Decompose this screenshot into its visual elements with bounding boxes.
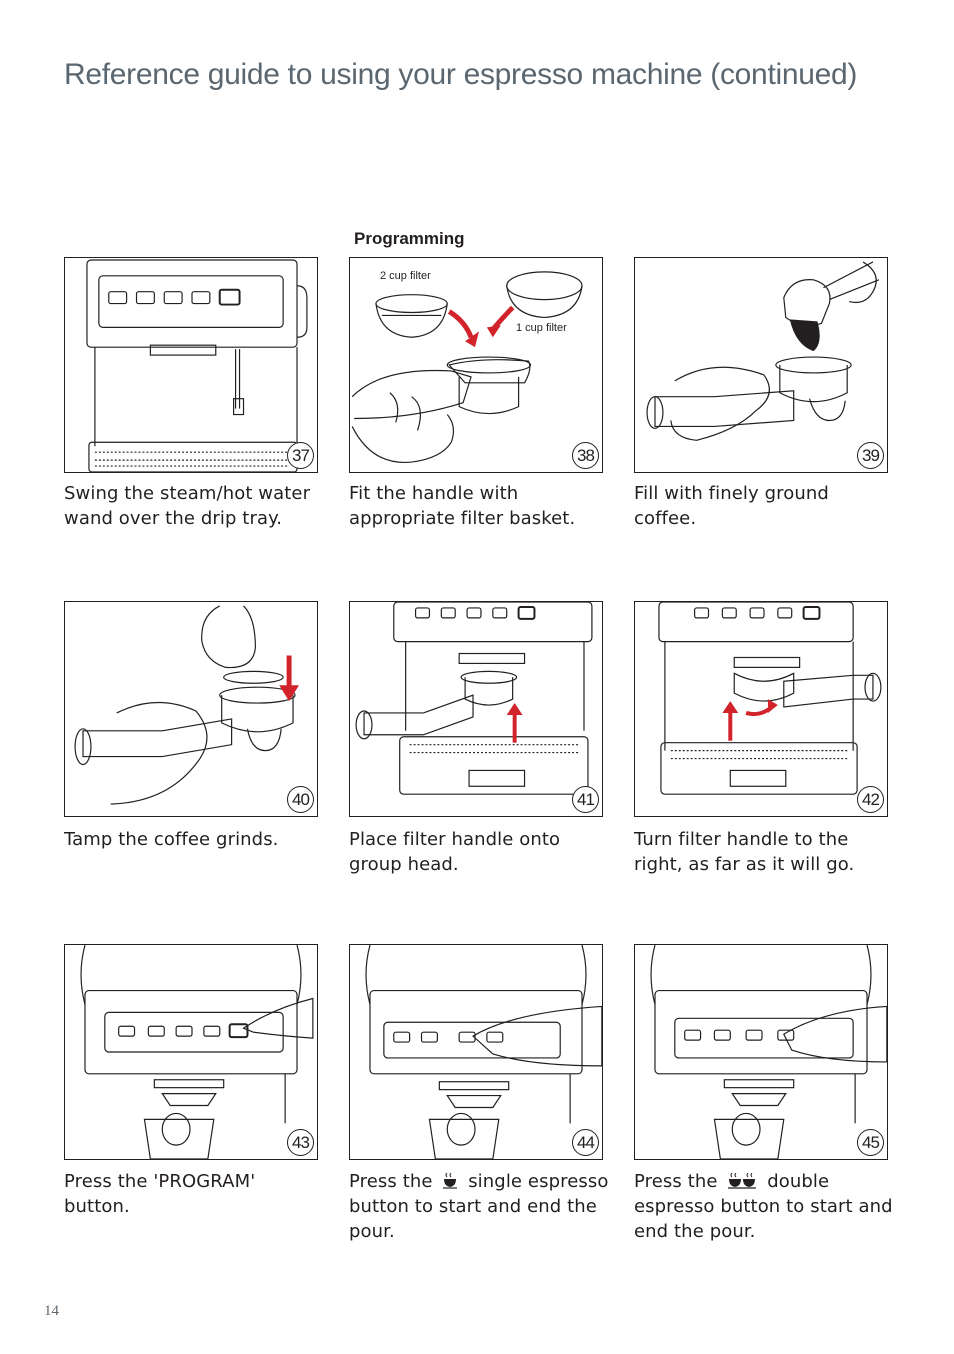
step-41-caption: Place filter handle onto group head. [349,829,561,875]
step-number: 45 [857,1129,884,1156]
one-cup-filter-label: 1 cup filter [516,322,567,334]
single-cup-icon [443,1173,458,1189]
step-45-illustration: 45 [634,944,888,1160]
step-44-caption: Press the single espresso button to star… [349,1169,611,1244]
step-number: 44 [572,1129,599,1156]
step-42-illustration: 42 [634,601,888,817]
step-39-caption: Fill with finely ground coffee. [634,483,829,529]
step-number: 39 [857,442,884,469]
section-heading: Programming [354,229,465,248]
press-program-button-illustration [80,945,314,1159]
caption-text-before: Press the [634,1171,718,1192]
step-number: 40 [287,786,314,813]
step-44-illustration: 44 [349,944,603,1160]
press-single-espresso-illustration [365,945,602,1159]
caption-text-after: double espresso button to start and end … [634,1171,893,1242]
place-filter-handle-illustration [355,602,593,795]
step-42-caption: Turn filter handle to the right, as far … [634,829,855,875]
step-number: 42 [857,786,884,813]
press-double-espresso-illustration [650,945,887,1159]
step-37-caption: Swing the steam/hot water wand over the … [64,483,311,529]
step-number: 37 [287,442,314,469]
caption-text-after: single espresso button to start and end … [349,1171,609,1242]
two-cup-filter-label: 2 cup filter [380,270,431,282]
step-number: 43 [287,1129,314,1156]
caption-text-before: Press the [349,1171,433,1192]
espresso-machine-wand-illustration [86,259,308,472]
step-43-caption: Press the 'PROGRAM' button. [64,1171,256,1217]
step-39-illustration: 39 [634,257,888,473]
step-40-caption: Tamp the coffee grinds. [64,829,279,850]
step-37-illustration: 37 [64,257,318,473]
step-43-illustration: 43 [64,944,318,1160]
step-41-illustration: 41 [349,601,603,817]
filter-basket-illustration [351,271,583,464]
turn-filter-handle-illustration [658,602,882,795]
fill-ground-coffee-illustration [646,261,880,441]
step-number: 38 [572,442,599,469]
page-number: 14 [44,1303,59,1319]
page-title: Reference guide to using your espresso m… [64,58,858,91]
step-45-caption: Press the double espresso button to star… [634,1169,896,1244]
tamp-coffee-illustration [74,605,299,805]
step-number: 41 [572,786,599,813]
step-40-illustration: 40 [64,601,318,817]
double-cup-icon [728,1173,757,1189]
step-38-illustration: 2 cup filter 1 cup filter 38 [349,257,603,473]
step-38-caption: Fit the handle with appropriate filter b… [349,483,576,529]
